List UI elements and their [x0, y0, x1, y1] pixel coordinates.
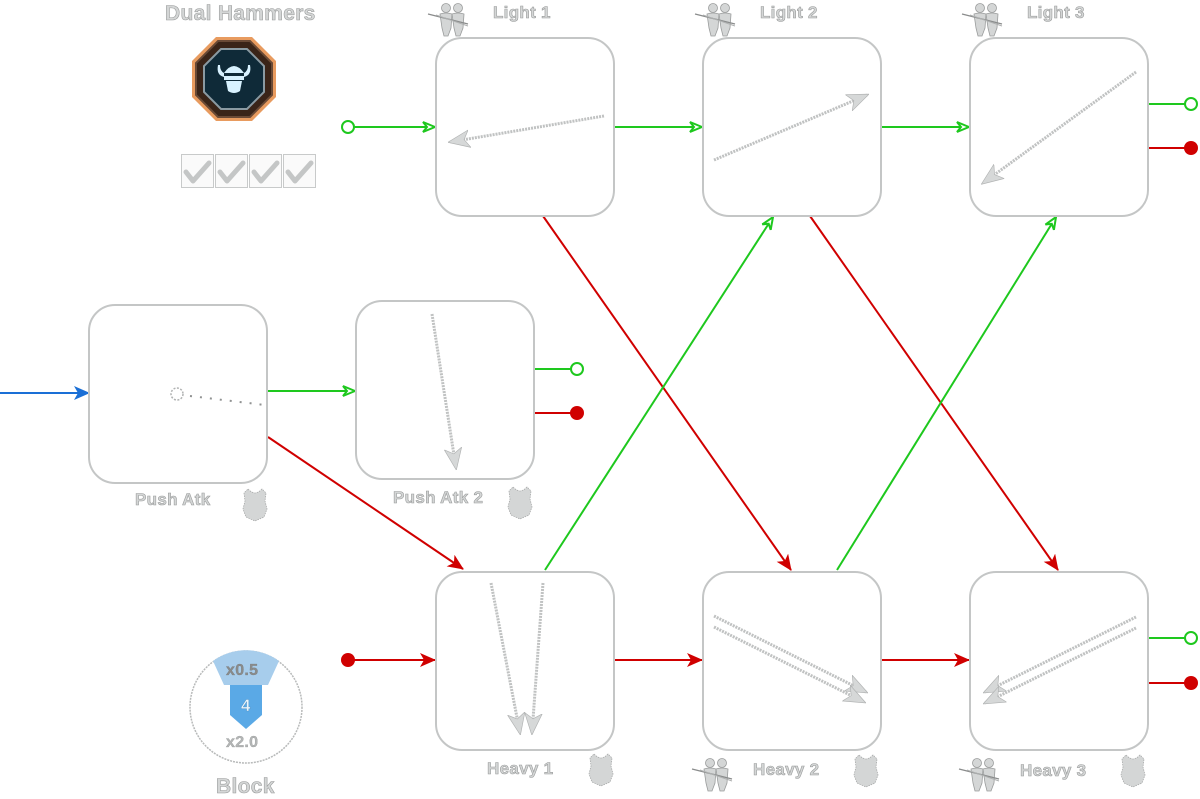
weapon-badge [192, 37, 276, 121]
push2-end-stubs [534, 362, 584, 420]
swing-arrow-heavy2-a [713, 614, 866, 692]
armor-icon [1120, 754, 1146, 788]
upgrade-checks [182, 155, 316, 188]
armor-icon [507, 486, 533, 520]
node-heavy2[interactable] [702, 571, 882, 751]
armor-icon [242, 488, 268, 522]
light-input-start-marker [341, 120, 355, 134]
upgrade-check [182, 155, 214, 188]
thrust-indicator [170, 387, 266, 406]
thrust-origin-icon [170, 387, 184, 401]
node-label-light3: Light 3 [1027, 3, 1085, 23]
connection-light2-to-heavy3 [809, 215, 1059, 571]
connection-heavy1-to-light2 [544, 217, 773, 571]
heavy3-end-stubs [1148, 631, 1198, 690]
swing-arrow-push2 [430, 313, 456, 468]
block-gauge [189, 650, 303, 764]
node-heavy3[interactable] [969, 571, 1149, 751]
node-label-push2: Push Atk 2 [393, 488, 484, 508]
node-label-heavy1: Heavy 1 [487, 759, 554, 779]
swing-arrow-heavy1-b [532, 582, 545, 733]
armor-icon [588, 753, 614, 787]
light-followup-marker [1184, 631, 1198, 645]
sweep-attack-icon [427, 2, 469, 37]
block-top-band [213, 650, 279, 685]
block-value: 4 [241, 696, 251, 715]
upgrade-check [250, 155, 282, 188]
swing-arrow-heavy3-a [985, 615, 1137, 692]
swing-arrow-light1 [450, 114, 605, 142]
heavy-followup-marker [1184, 141, 1198, 155]
light3-end-stubs [1148, 97, 1198, 155]
node-light1[interactable] [435, 37, 615, 217]
light-followup-marker [1184, 97, 1198, 111]
swing-arrows [430, 70, 1137, 733]
heavy-followup-marker [570, 406, 584, 420]
armor-icon [853, 754, 879, 788]
block-bottom-multiplier: x2.0 [226, 734, 259, 751]
sweep-attack-icon [958, 757, 1000, 792]
viking-helmet-icon [217, 65, 251, 93]
block-shield [230, 685, 262, 729]
connection-light1-to-heavy2 [542, 215, 792, 571]
light-followup-marker [570, 362, 584, 376]
node-label-heavy2: Heavy 2 [753, 760, 820, 780]
connections [0, 97, 1198, 690]
upgrade-check [284, 155, 316, 188]
swing-arrow-heavy2-b [713, 625, 864, 702]
weapon-name: Dual Hammers [165, 2, 316, 26]
sweep-attack-icon [694, 2, 736, 37]
nodes [88, 37, 1149, 751]
upgrade-check [216, 155, 248, 188]
node-label-push1: Push Atk [135, 490, 211, 510]
sweep-attack-icon [691, 757, 733, 792]
block-label: Block [216, 775, 275, 799]
swing-arrow-heavy3-b [985, 626, 1137, 703]
node-label-light2: Light 2 [760, 3, 818, 23]
node-heavy1[interactable] [435, 571, 615, 751]
node-push2[interactable] [355, 300, 535, 480]
swing-arrow-heavy1-a [489, 582, 520, 733]
block-top-multiplier: x0.5 [226, 662, 259, 679]
sweep-attack-icon [961, 2, 1003, 37]
node-push1[interactable] [88, 304, 268, 484]
node-label-heavy3: Heavy 3 [1020, 761, 1087, 781]
connection-push1-to-heavy1 [267, 436, 464, 570]
heavy-input-start-marker [341, 653, 355, 667]
node-label-light1: Light 1 [493, 3, 551, 23]
swing-arrow-light2 [713, 93, 867, 162]
swing-arrow-light3 [983, 70, 1137, 183]
connection-heavy2-to-light3 [836, 217, 1056, 571]
heavy-followup-marker [1184, 676, 1198, 690]
